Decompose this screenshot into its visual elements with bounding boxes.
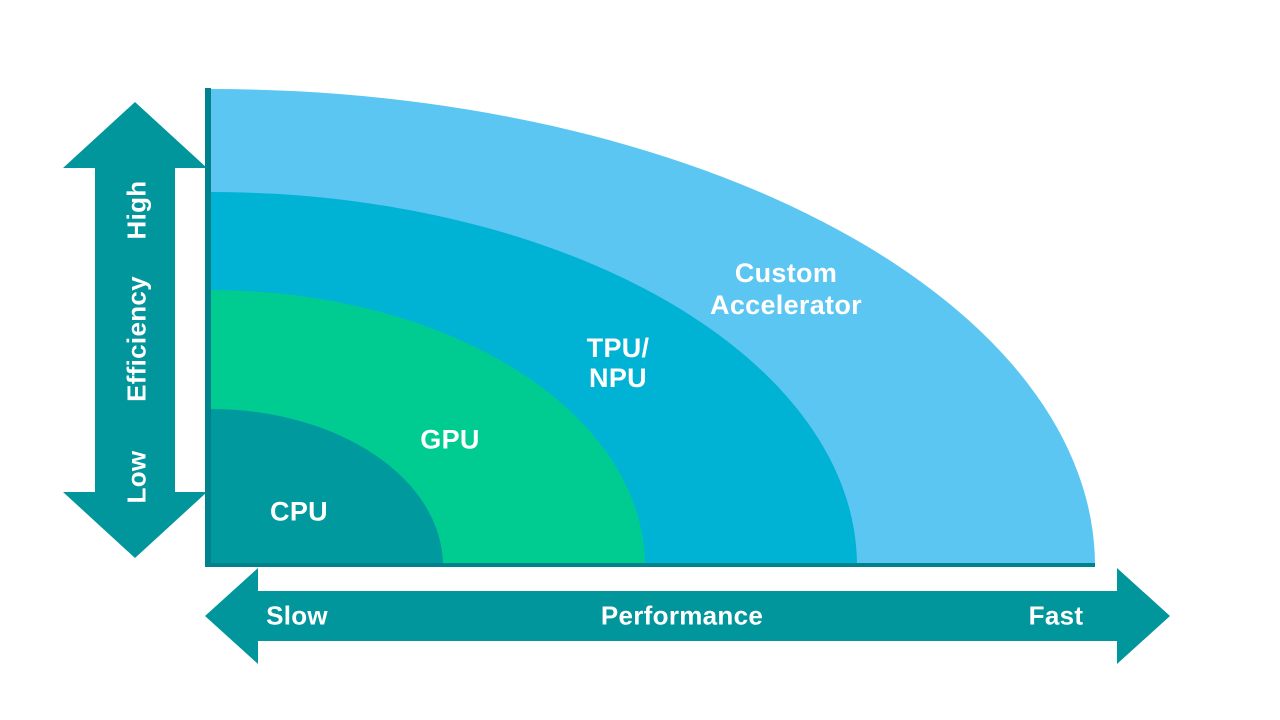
x-axis-title: Performance (600, 600, 764, 631)
y-axis-title: Efficiency (121, 276, 152, 402)
x-axis-line (205, 563, 1095, 567)
tpu-npu-label: TPU/ NPU (587, 333, 650, 393)
y-axis-low-label: Low (121, 450, 152, 504)
cpu-region (211, 409, 443, 566)
performance-axis-arrow (205, 568, 1170, 664)
y-axis-high-label: High (121, 180, 152, 240)
y-axis-line (205, 88, 211, 567)
x-axis-slow-label: Slow (266, 600, 328, 631)
tpu-npu-label-line1: TPU/ (586, 333, 650, 363)
gpu-label: GPU (420, 424, 480, 455)
custom-accelerator-label-line2: Accelerator (710, 290, 862, 320)
custom-accelerator-label-line1: Custom (734, 258, 838, 288)
cpu-label: CPU (270, 496, 328, 527)
custom-accelerator-label: Custom Accelerator (710, 257, 862, 321)
x-axis-fast-label: Fast (1028, 600, 1084, 631)
tpu-npu-label-line2: NPU (589, 363, 647, 393)
efficiency-axis-arrow (63, 102, 207, 558)
